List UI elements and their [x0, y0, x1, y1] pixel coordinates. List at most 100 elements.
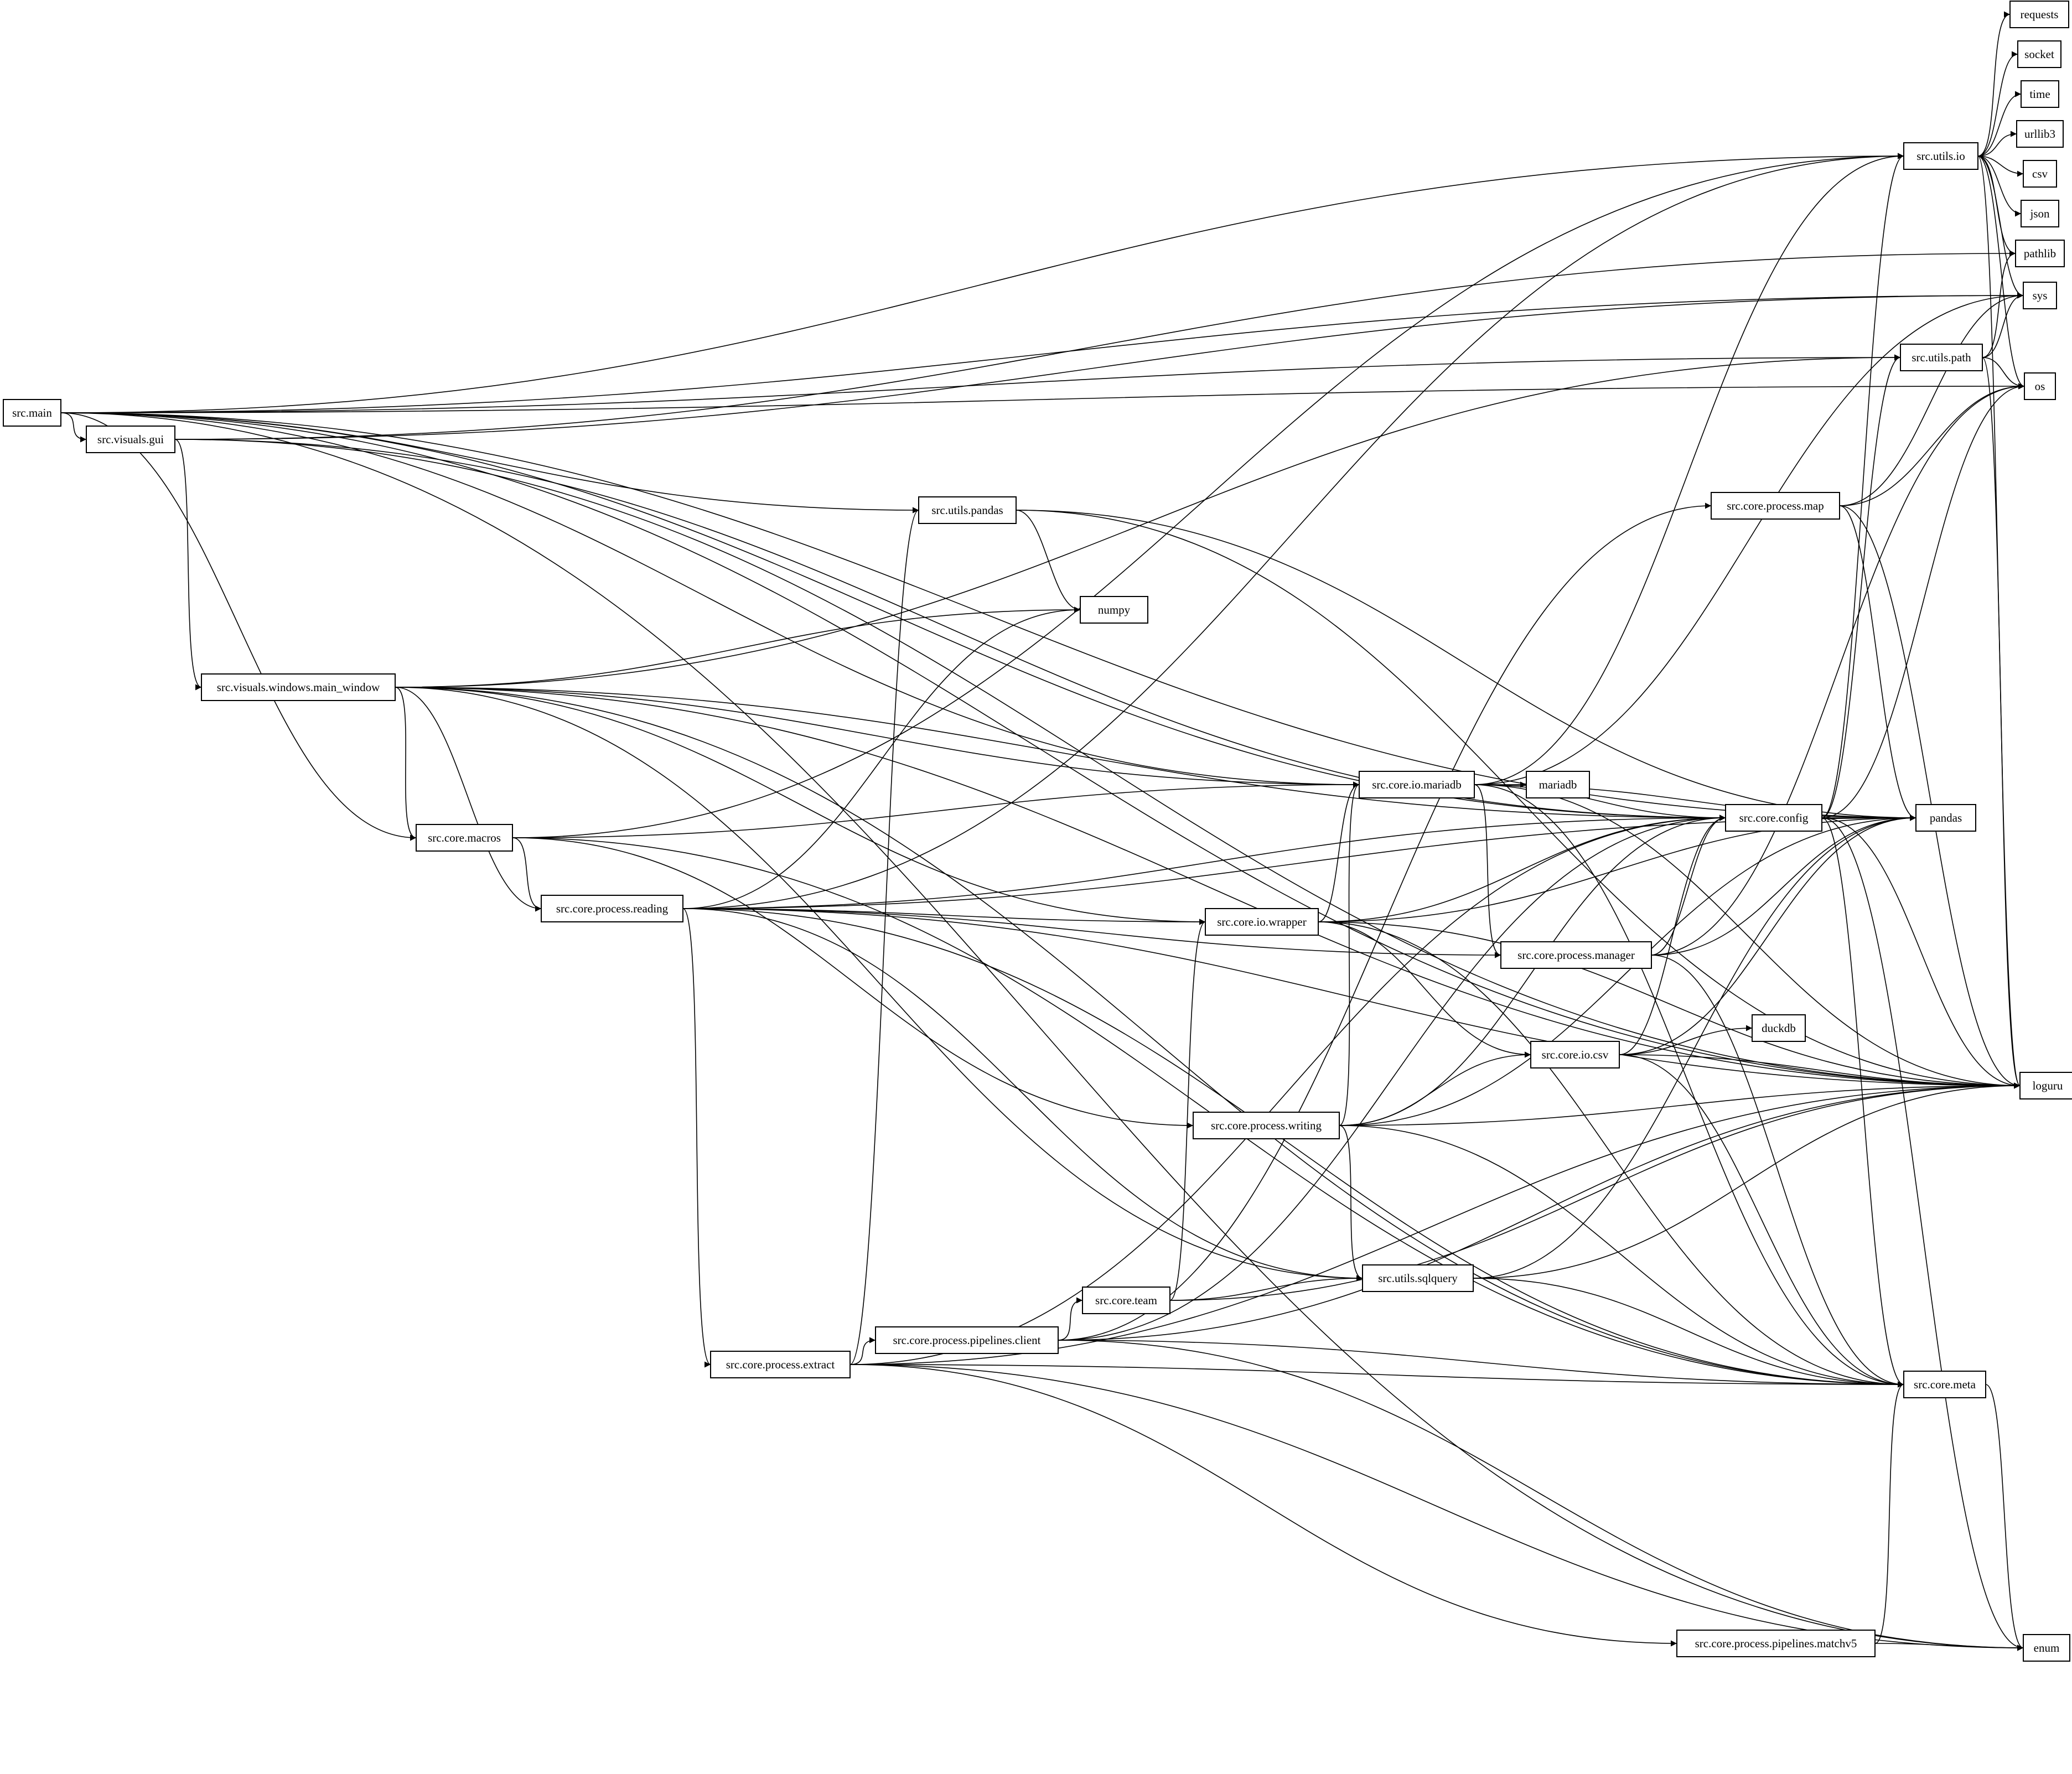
edge-line — [849, 1364, 2024, 1651]
node-box — [1900, 344, 1983, 371]
edge-src_core_process_extract-to-enum — [849, 1364, 2024, 1651]
node-label: src.visuals.windows.main_window — [217, 681, 380, 694]
edge-line — [1058, 1082, 2021, 1341]
node-box — [1205, 908, 1319, 936]
edge-line — [1977, 155, 2024, 299]
edge-line — [849, 1364, 1677, 1647]
edge-line — [395, 606, 1081, 688]
edge-line — [1977, 131, 2017, 157]
edge-line — [1339, 1125, 1363, 1282]
edge-src_main-to-os — [60, 383, 2025, 413]
edge-line — [1821, 383, 2025, 818]
node-requests: requests — [2009, 1, 2069, 28]
node-label: requests — [2021, 8, 2059, 21]
edge-src_core_process_reading-to-src_utils_sqlquery — [682, 908, 1363, 1282]
edge-line — [849, 1364, 1904, 1388]
edge-line — [1318, 921, 1531, 1058]
edge-line — [1977, 155, 2022, 217]
node-pandas: pandas — [1915, 804, 1976, 832]
edge-line — [682, 908, 1904, 1388]
edge-src_core_process_extract-to-src_core_process_pipelines_matchv5 — [849, 1364, 1677, 1647]
edge-src_core_io_wrapper-to-loguru — [1318, 921, 2021, 1089]
node-label: src.core.process.map — [1727, 499, 1824, 512]
edge-src_utils_io-to-os — [1977, 155, 2025, 390]
node-urllib3: urllib3 — [2016, 120, 2064, 148]
edge-line — [1474, 784, 1726, 821]
nodes-layer: src.mainsrc.visuals.guisrc.visuals.windo… — [3, 1, 2072, 1662]
edge-line — [1016, 510, 1916, 821]
node-sys: sys — [2023, 282, 2057, 309]
edge-line — [395, 687, 1206, 925]
edge-src_utils_io-to-sys — [1977, 155, 2024, 299]
node-src-utils-sqlquery: src.utils.sqlquery — [1362, 1264, 1474, 1292]
edge-src_visuals_windows_main_window-to-src_core_process_reading — [395, 687, 542, 912]
node-numpy: numpy — [1080, 596, 1148, 624]
node-box — [2023, 1634, 2070, 1662]
node-box — [1752, 1014, 1806, 1042]
node-src-core-process-pipelines-client: src.core.process.pipelines.client — [875, 1326, 1059, 1354]
edge-line — [1318, 815, 1726, 922]
node-label: src.core.config — [1739, 811, 1809, 824]
node-box — [1526, 771, 1590, 798]
edge-line — [1651, 955, 1904, 1388]
edges-layer — [60, 11, 2025, 1651]
edge-src_core_config-to-os — [1821, 383, 2025, 818]
edge-line — [1473, 1278, 1904, 1388]
node-box — [1362, 1264, 1474, 1292]
edge-src_core_process_writing-to-src_core_io_mariadb — [1339, 781, 1360, 1126]
edge-src_utils_io-to-urllib3 — [1977, 131, 2017, 157]
edge-src_core_process_writing-to-src_core_config — [1339, 815, 1726, 1126]
edge-src_core_process_reading-to-src_core_process_manager — [682, 908, 1501, 958]
edge-line — [1474, 153, 1904, 785]
node-label: src.core.macros — [428, 831, 501, 844]
edge-src_utils_path-to-os — [1982, 357, 2025, 390]
node-time: time — [2021, 80, 2059, 108]
node-label: src.core.process.extract — [726, 1358, 835, 1371]
edge-src_core_io_mariadb-to-src_core_process_manager — [1474, 784, 1501, 958]
node-box — [1193, 1112, 1340, 1139]
edge-line — [1339, 1125, 1904, 1388]
node-label: sys — [2033, 289, 2048, 302]
node-label: src.core.process.manager — [1517, 948, 1635, 962]
edge-src_core_process_writing-to-src_core_meta — [1339, 1125, 1904, 1388]
node-label: os — [2035, 380, 2045, 393]
node-box — [2019, 1072, 2072, 1099]
edge-src_core_process_map-to-os — [1839, 383, 2025, 506]
edge-line — [512, 837, 1194, 1129]
node-box — [2021, 80, 2059, 108]
edge-line — [1821, 817, 2024, 1651]
edge-src_utils_io-to-json — [1977, 155, 2022, 217]
edge-src_core_io_csv-to-pandas — [1619, 815, 1916, 1055]
edge-src_core_team-to-src_utils_sqlquery — [1169, 1275, 1363, 1301]
edge-line — [174, 439, 202, 691]
edge-line — [60, 412, 919, 513]
edge-src_core_process_pipelines_client-to-enum — [1058, 1340, 2024, 1651]
edge-line — [60, 412, 1916, 821]
edge-src_core_io_wrapper-to-src_core_config — [1318, 815, 1726, 922]
edge-src_core_config-to-src_core_meta — [1821, 817, 1904, 1388]
edge-line — [849, 1082, 2021, 1365]
edge-line — [1839, 505, 2021, 1089]
edge-src_core_process_manager-to-src_core_meta — [1651, 955, 1904, 1388]
edge-src_main-to-src_utils_io — [60, 153, 1904, 413]
node-box — [1711, 492, 1840, 520]
node-box — [1500, 941, 1652, 969]
node-src-core-io-csv: src.core.io.csv — [1530, 1041, 1620, 1068]
edge-src_visuals_gui-to-src_visuals_windows_main_window — [174, 439, 202, 691]
edge-src_main-to-enum — [60, 412, 2024, 1651]
edge-line — [395, 687, 417, 841]
node-box — [541, 895, 683, 922]
edge-line — [849, 1337, 876, 1365]
edge-line — [1982, 292, 2024, 358]
node-src-utils-path: src.utils.path — [1900, 344, 1983, 371]
edge-src_main-to-src_utils_pandas — [60, 412, 919, 513]
edge-src_utils_io-to-csv — [1977, 155, 2024, 177]
node-label: src.utils.path — [1912, 351, 1971, 364]
edge-line — [1318, 781, 1360, 922]
node-loguru: loguru — [2019, 1072, 2072, 1099]
node-label: urllib3 — [2024, 127, 2055, 141]
node-box — [1676, 1630, 1876, 1657]
node-src-core-process-manager: src.core.process.manager — [1500, 941, 1652, 969]
edge-line — [1982, 250, 2016, 358]
edge-line — [1977, 155, 2024, 177]
